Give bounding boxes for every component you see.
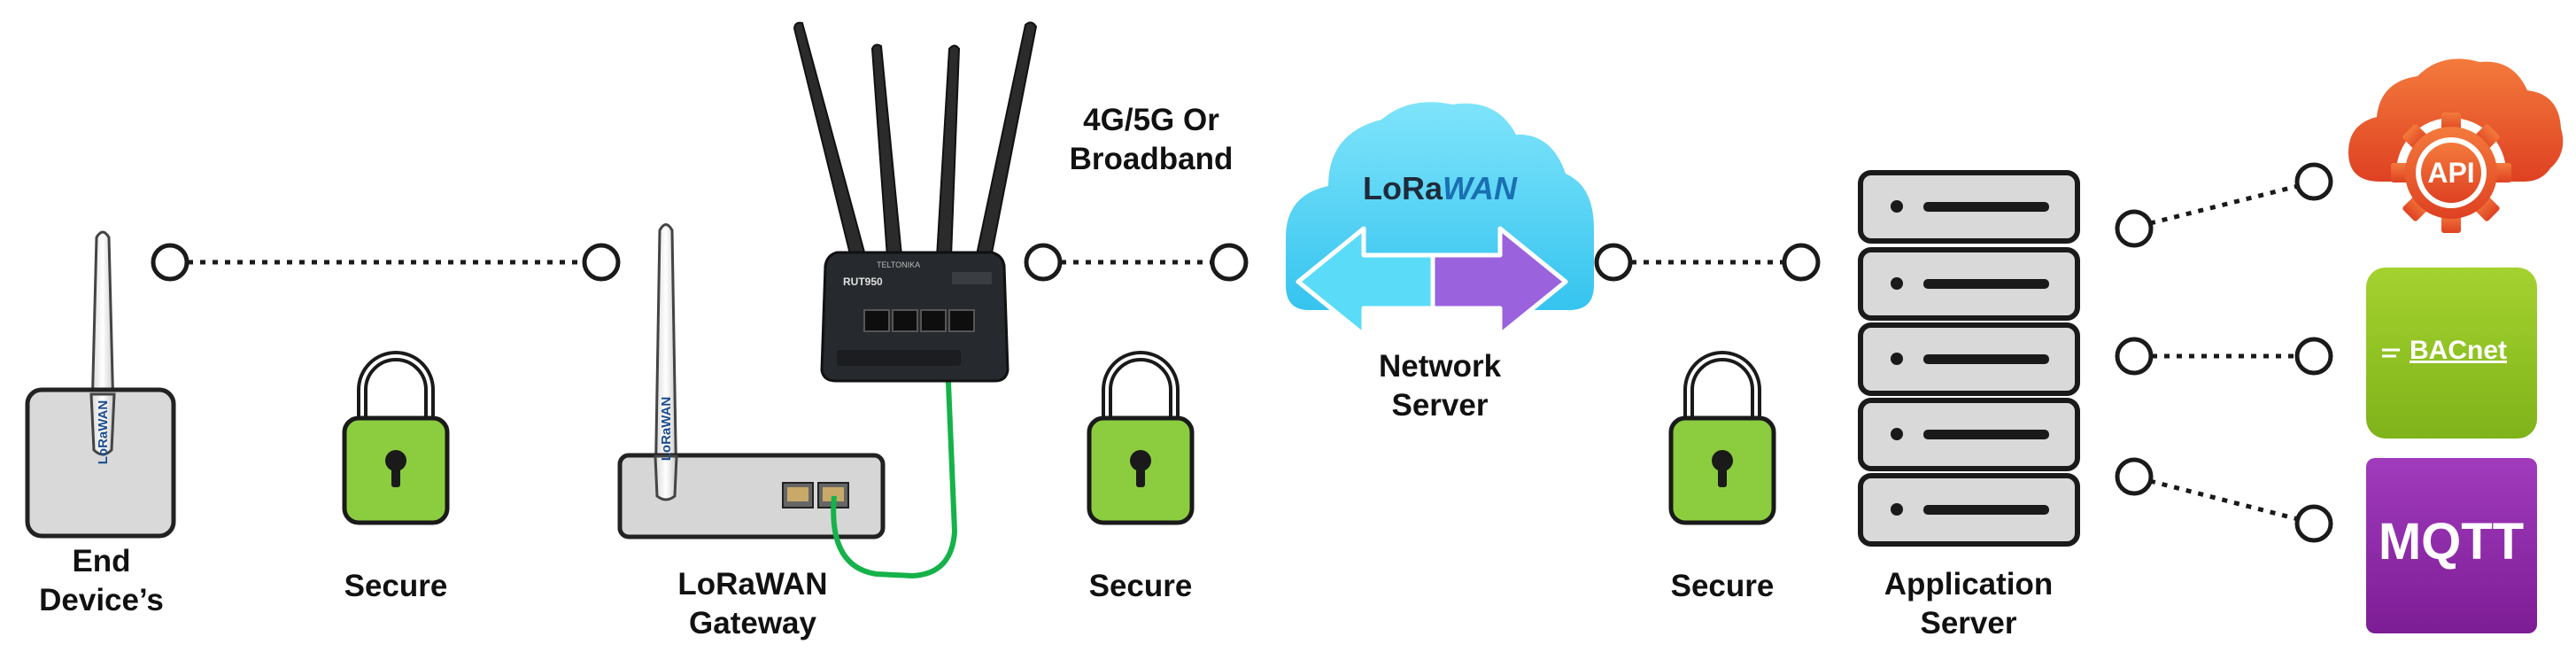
link-endpoint: [2294, 337, 2333, 376]
cellular-router: TELTONIKA RUT950: [793, 21, 1038, 383]
end-device-label: End Device’s: [39, 544, 164, 617]
link-endpoint: [1594, 243, 1633, 282]
gateway-label: LoRaWAN Gateway: [677, 567, 828, 640]
bacnet-text: BACnet: [2410, 336, 2507, 365]
link-endpoint: [2294, 504, 2333, 543]
end-device-logo-text: LoRaWAN: [96, 400, 111, 465]
link-endpoint: [2115, 457, 2154, 496]
link-device-gateway: [151, 243, 621, 282]
network-server-cloud: LoRaWAN: [1286, 102, 1594, 338]
gateway-ethernet-ports: [782, 482, 849, 508]
link-endpoint: [582, 243, 621, 282]
secure-lock-icon: [342, 351, 450, 525]
ethernet-cable: [831, 318, 958, 579]
end-device-body: [25, 387, 176, 539]
secure-lock-icon: [1087, 351, 1195, 525]
application-server-stack: [1858, 170, 2080, 547]
secure-label: Secure: [1088, 569, 1193, 603]
server-unit: [1858, 247, 2080, 321]
server-unit: [1858, 170, 2080, 244]
secure-label: Secure: [344, 569, 448, 603]
network-server-label: Network Server: [1378, 349, 1502, 423]
router-model-text: RUT950: [843, 276, 883, 288]
link-app-server-api: [2115, 162, 2333, 248]
link-endpoint: [1210, 243, 1249, 282]
link-endpoint: [2294, 162, 2333, 201]
mqtt-text: MQTT: [2379, 513, 2524, 570]
gateway-antenna: [654, 223, 678, 498]
link-endpoint: [1024, 243, 1063, 282]
end-device: LoRaWAN: [25, 230, 176, 539]
link-router-network-server: [1024, 243, 1249, 282]
lorawan-gateway: LoRaWAN: [617, 223, 886, 539]
api-cloud-gear-icon: API: [2348, 58, 2564, 233]
backhaul-label: 4G/5G Or Broadband: [1069, 103, 1234, 176]
secure-label: Secure: [1670, 569, 1775, 603]
arrow-left-icon: [1296, 226, 1435, 338]
secure-lock-icon: [1668, 351, 1776, 525]
gateway-logo-text: LoRaWAN: [659, 397, 674, 462]
mqtt-logo-icon: MQTT: [2366, 458, 2537, 633]
link-endpoint: [1782, 243, 1821, 282]
bacnet-logo-icon: BACnet: [2366, 268, 2537, 439]
link-app-server-bacnet: [2115, 337, 2333, 376]
arrow-right-icon: [1430, 226, 1568, 338]
lorawan-logo: LoRaWAN: [1363, 170, 1518, 206]
server-unit: [1858, 322, 2080, 396]
application-server-label: Application Server: [1884, 567, 2054, 640]
api-text: API: [2427, 157, 2474, 189]
link-endpoint: [2115, 209, 2154, 248]
link-endpoint: [151, 243, 190, 282]
server-unit: [1858, 473, 2080, 547]
router-antennas: [793, 21, 1038, 264]
link-endpoint: [2115, 337, 2154, 376]
router-brand-text: TELTONIKA: [877, 260, 920, 269]
link-app-server-mqtt: [2115, 457, 2333, 543]
gateway-body: [617, 453, 886, 539]
router-ports: [863, 309, 975, 332]
link-network-server-app-server: [1594, 243, 1821, 282]
server-unit: [1858, 398, 2080, 471]
